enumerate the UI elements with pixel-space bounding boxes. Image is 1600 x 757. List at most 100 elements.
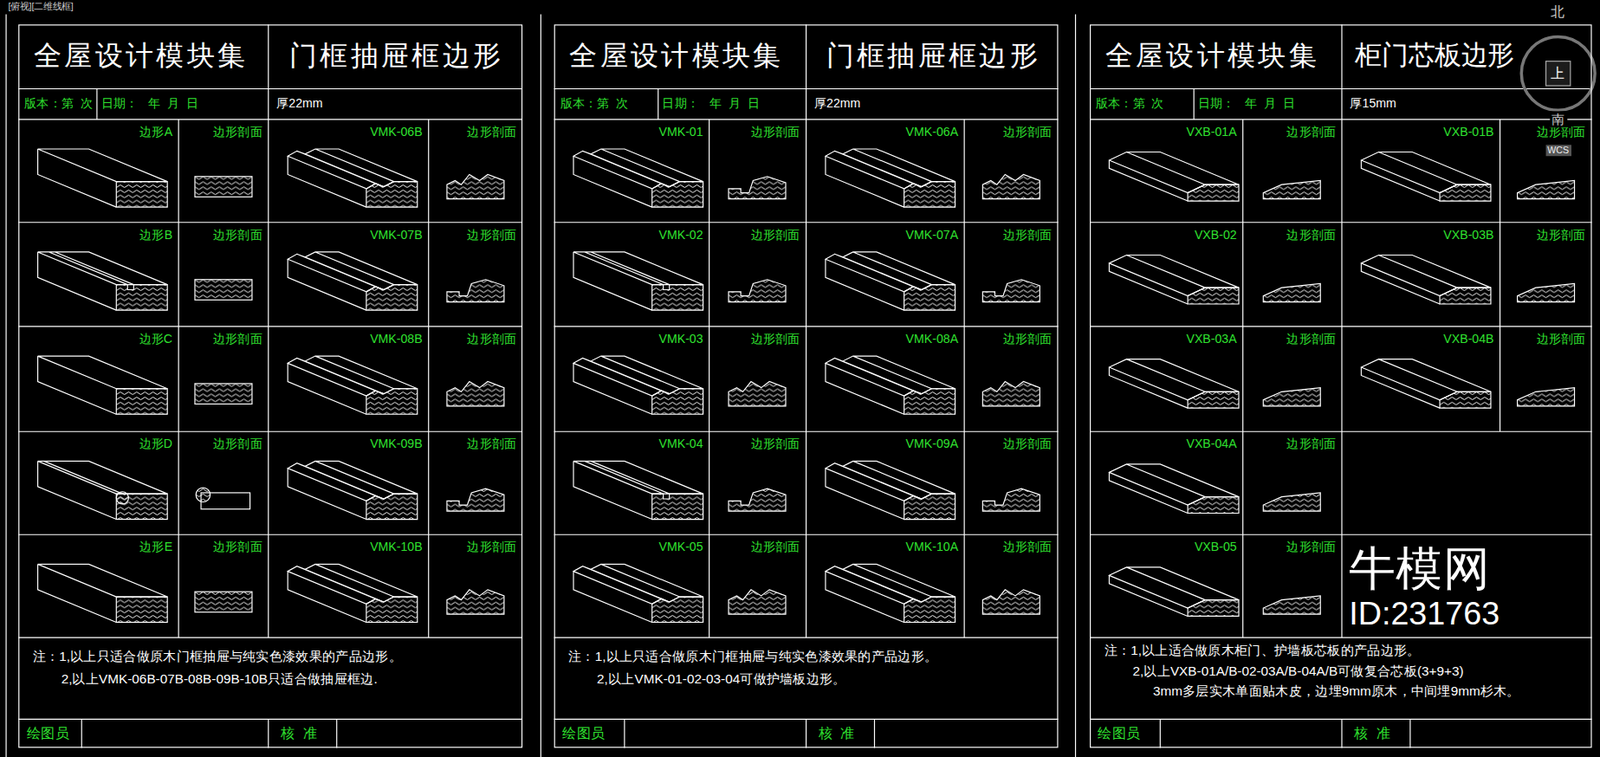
profile-view (38, 148, 169, 208)
profile-view (1108, 464, 1239, 514)
profile-view (1108, 567, 1239, 617)
info-text: 版本：第 次 (24, 96, 93, 111)
viewcube-label: WCS (1545, 144, 1571, 156)
cell-label: 边形剖面 (1003, 539, 1053, 555)
section-view (1517, 283, 1575, 302)
section-view (728, 488, 786, 512)
table-grid (18, 24, 523, 748)
profile-view (287, 252, 418, 311)
cell-label: 边形D (139, 436, 173, 452)
profile-view (1360, 254, 1491, 305)
signature-label: 核 准 (818, 724, 856, 742)
section-view (982, 174, 1040, 199)
profile-view (573, 460, 704, 519)
cell-label: 边形剖面 (1286, 227, 1336, 243)
section-view (728, 382, 786, 407)
cell-label: VXB-01A (1186, 124, 1238, 140)
viewcube-ring (1521, 36, 1595, 111)
info-text: 日期： 年 月 日 (1198, 96, 1296, 111)
cell-label: 边形剖面 (466, 331, 517, 347)
cell-label: VMK-10B (369, 539, 422, 555)
section-view (194, 591, 253, 613)
sheet-title: 全屋设计模块集 (569, 39, 784, 73)
cell-label: 边形剖面 (213, 227, 263, 243)
cell-label: 边形剖面 (1286, 539, 1336, 555)
info-text: 版本：第 次 (1095, 96, 1165, 111)
cell-label: VMK-10A (906, 539, 959, 555)
sheet-title: 全屋设计模块集 (1105, 39, 1320, 73)
watermark: ID:231763 (1348, 594, 1500, 634)
section-view (728, 279, 786, 303)
profile-view (1360, 152, 1491, 202)
cell-label: VXB-05 (1194, 539, 1238, 555)
cell-label: 边形剖面 (213, 124, 263, 140)
view-label: [俯视][二维线框] (7, 0, 73, 13)
cell-label: VXB-04A (1186, 436, 1238, 452)
cell-label: VMK-05 (659, 539, 704, 555)
cell-label: VMK-06B (369, 124, 422, 140)
cell-label: 边形剖面 (1536, 227, 1587, 243)
note-text: 2,以上VMK-06B-07B-08B-09B-10B只适合做抽屉框边. (61, 671, 378, 687)
drawing-sheet: 全屋设计模块集 柜门芯板边形 (1089, 24, 1593, 748)
section-view (1517, 180, 1575, 199)
profile-view (38, 252, 169, 311)
profile-view (573, 356, 704, 415)
cell-label: VMK-04 (659, 436, 704, 452)
section-view (446, 488, 505, 512)
cell-label: VMK-09B (369, 436, 422, 452)
section-view (194, 279, 253, 301)
cell-label: 边形剖面 (1286, 436, 1336, 452)
cell-label: 边形剖面 (751, 331, 801, 347)
section-view (446, 174, 505, 199)
cell-label: 边形剖面 (466, 436, 517, 452)
info-text: 厚22mm (276, 96, 323, 111)
cell-label: 边形剖面 (1003, 124, 1053, 140)
profile-view (287, 563, 418, 622)
cell-label: 边形剖面 (466, 539, 517, 555)
profile-view (825, 148, 956, 208)
table-grid (554, 24, 1059, 748)
cell-label: 边形剖面 (751, 436, 801, 452)
sheet-title: 柜门芯板边形 (1354, 39, 1515, 72)
section-view (982, 589, 1040, 615)
cell-label: 边形剖面 (1286, 124, 1336, 140)
cell-label: 边形剖面 (213, 331, 263, 347)
section-view (1263, 180, 1321, 199)
section-view (446, 382, 505, 407)
section-view (982, 279, 1040, 303)
cell-label: 边形剖面 (751, 124, 801, 140)
cell-label: VXB-01B (1443, 124, 1494, 140)
section-view (1263, 595, 1321, 615)
cell-label: VMK-01 (659, 124, 704, 140)
viewcube-label: 南 (1549, 110, 1568, 127)
section-view (728, 176, 786, 200)
cell-label: VMK-08A (906, 331, 959, 347)
note-text: 注：1,以上只适合做原木门框抽屉与纯实色漆效果的产品边形。 (568, 648, 938, 665)
sheet-title: 门框抽屉框边形 (289, 39, 504, 73)
profile-view (825, 563, 956, 622)
note-text: 2,以上VXB-01A/B-02-03A/B-04A/B可做复合芯板(3+9+3… (1133, 663, 1464, 680)
profile-view (825, 356, 956, 415)
cell-label: 边形剖面 (1003, 436, 1053, 452)
signature-label: 绘图员 (26, 724, 70, 742)
cell-label: 边形剖面 (751, 539, 801, 555)
section-view (446, 589, 505, 615)
profile-view (573, 563, 704, 622)
cell-label: VXB-04B (1443, 331, 1494, 347)
section-view (1263, 388, 1321, 407)
cell-label: 边形剖面 (466, 227, 517, 243)
profile-view (1360, 359, 1491, 409)
profile-view (573, 148, 704, 208)
cell-label: 边形剖面 (466, 124, 517, 140)
cell-label: VMK-06A (906, 124, 959, 140)
sheet-title: 门框抽屉框边形 (826, 39, 1041, 73)
cell-label: 边形C (139, 331, 173, 347)
section-view (194, 176, 253, 198)
cell-label: 边形剖面 (1286, 331, 1336, 347)
section-view (1263, 492, 1321, 512)
cell-label: 边形剖面 (1003, 331, 1053, 347)
cell-label: VMK-07B (369, 227, 422, 243)
cell-label: 边形剖面 (1536, 331, 1587, 347)
info-text: 厚15mm (1349, 96, 1396, 111)
